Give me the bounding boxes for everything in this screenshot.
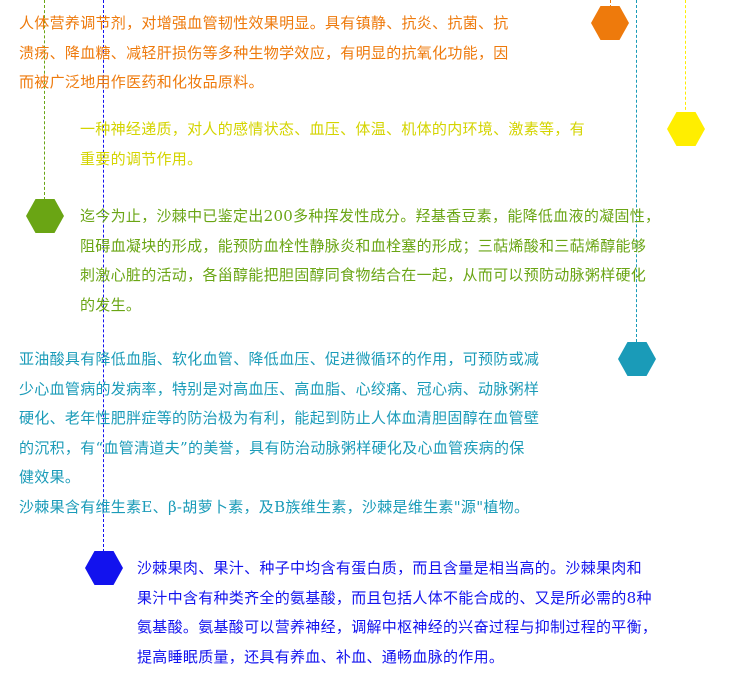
text-line: 氨基酸。氨基酸可以营养神经，调解中枢神经的兴奋过程与抑制过程的平衡， (137, 618, 658, 636)
text-line: 亚油酸具有降低血脂、软化血管、降低血压、促进微循环的作用，可预防或减 (19, 350, 540, 368)
text-line: 而被广泛地用作医药和化妆品原料。 (19, 73, 264, 91)
text-line: 的发生。 (80, 295, 142, 314)
text-line-vitamins: 沙棘果含有维生素E、β-胡萝卜素，及B族维生素，沙棘是维生素"源"植物。 (19, 497, 530, 516)
text-line: 刺激心脏的活动，各甾醇能把胆固醇同食物结合在一起，从而可以预防动脉粥样硬化 (80, 266, 647, 284)
text-line: 迄今为止，沙棘中已鉴定出200多种挥发性成分。羟基香豆素，能降低血液的凝固性， (80, 207, 661, 225)
text-line: 果汁中含有种类齐全的氨基酸，而且包括人体不能合成的、又是所必需的8种 (137, 588, 652, 607)
text-line: 一种神经递质，对人的感情状态、血压、体温、机体的内环境、激素等，有 (80, 120, 585, 138)
yellow-connector-line (685, 0, 686, 115)
teal-connector-line (636, 0, 637, 342)
text-line: 少心血管病的发病率，特别是对高血压、高血脂、心绞痛、冠心病、动脉粥样 (19, 379, 540, 398)
text-line: 提高睡眠质量，还具有养血、补血、通畅血脉的作用。 (137, 647, 505, 666)
text-line: 的沉积，有“血管清道夫”的美誉，具有防治动脉粥样硬化及心血管疾病的保 (19, 438, 525, 457)
blue-hexagon-icon (85, 551, 123, 585)
paragraph-linoleic-acid: 亚油酸具有降低血脂、软化血管、降低血压、促进微循环的作用，可预防或减 少心血管病… (19, 345, 539, 522)
orange-hexagon-icon (591, 6, 629, 40)
paragraph-amino-acids: 沙棘果肉、果汁、种子中均含有蛋白质，而且含量是相当高的。沙棘果肉和 果汁中含有种… (137, 554, 657, 672)
text-line: 重要的调节作用。 (80, 149, 203, 168)
paragraph-antioxidant: 人体营养调节剂，对增强血管韧性效果明显。具有镇静、抗炎、抗菌、抗 溃疡、降血糖、… (19, 9, 509, 98)
paragraph-neurotransmitter: 一种神经递质，对人的感情状态、血压、体温、机体的内环境、激素等，有 重要的调节作… (80, 115, 585, 174)
orange-connector-line (610, 0, 611, 8)
paragraph-volatile-components: 迄今为止，沙棘中已鉴定出200多种挥发性成分。羟基香豆素，能降低血液的凝固性， … (80, 202, 660, 320)
text-line: 溃疡、降血糖、减轻肝损伤等多种生物学效应，有明显的抗氧化功能，因 (19, 43, 509, 62)
yellow-hexagon-icon (667, 112, 705, 146)
green-connector-line (44, 0, 45, 200)
blue-connector-line (103, 0, 104, 552)
text-line: 人体营养调节剂，对增强血管韧性效果明显。具有镇静、抗炎、抗菌、抗 (19, 14, 509, 32)
green-hexagon-icon (26, 199, 64, 233)
text-line: 阻碍血凝块的形成，能预防血栓性静脉炎和血栓塞的形成；三萜烯酸和三萜烯醇能够 (80, 236, 647, 255)
text-line: 健效果。 (19, 468, 81, 486)
text-line: 沙棘果肉、果汁、种子中均含有蛋白质，而且含量是相当高的。沙棘果肉和 (137, 559, 642, 577)
text-line: 硬化、老年性肥胖症等的防治极为有利，能起到防止人体血清胆固醇在血管壁 (19, 409, 540, 427)
teal-hexagon-icon (618, 342, 656, 376)
